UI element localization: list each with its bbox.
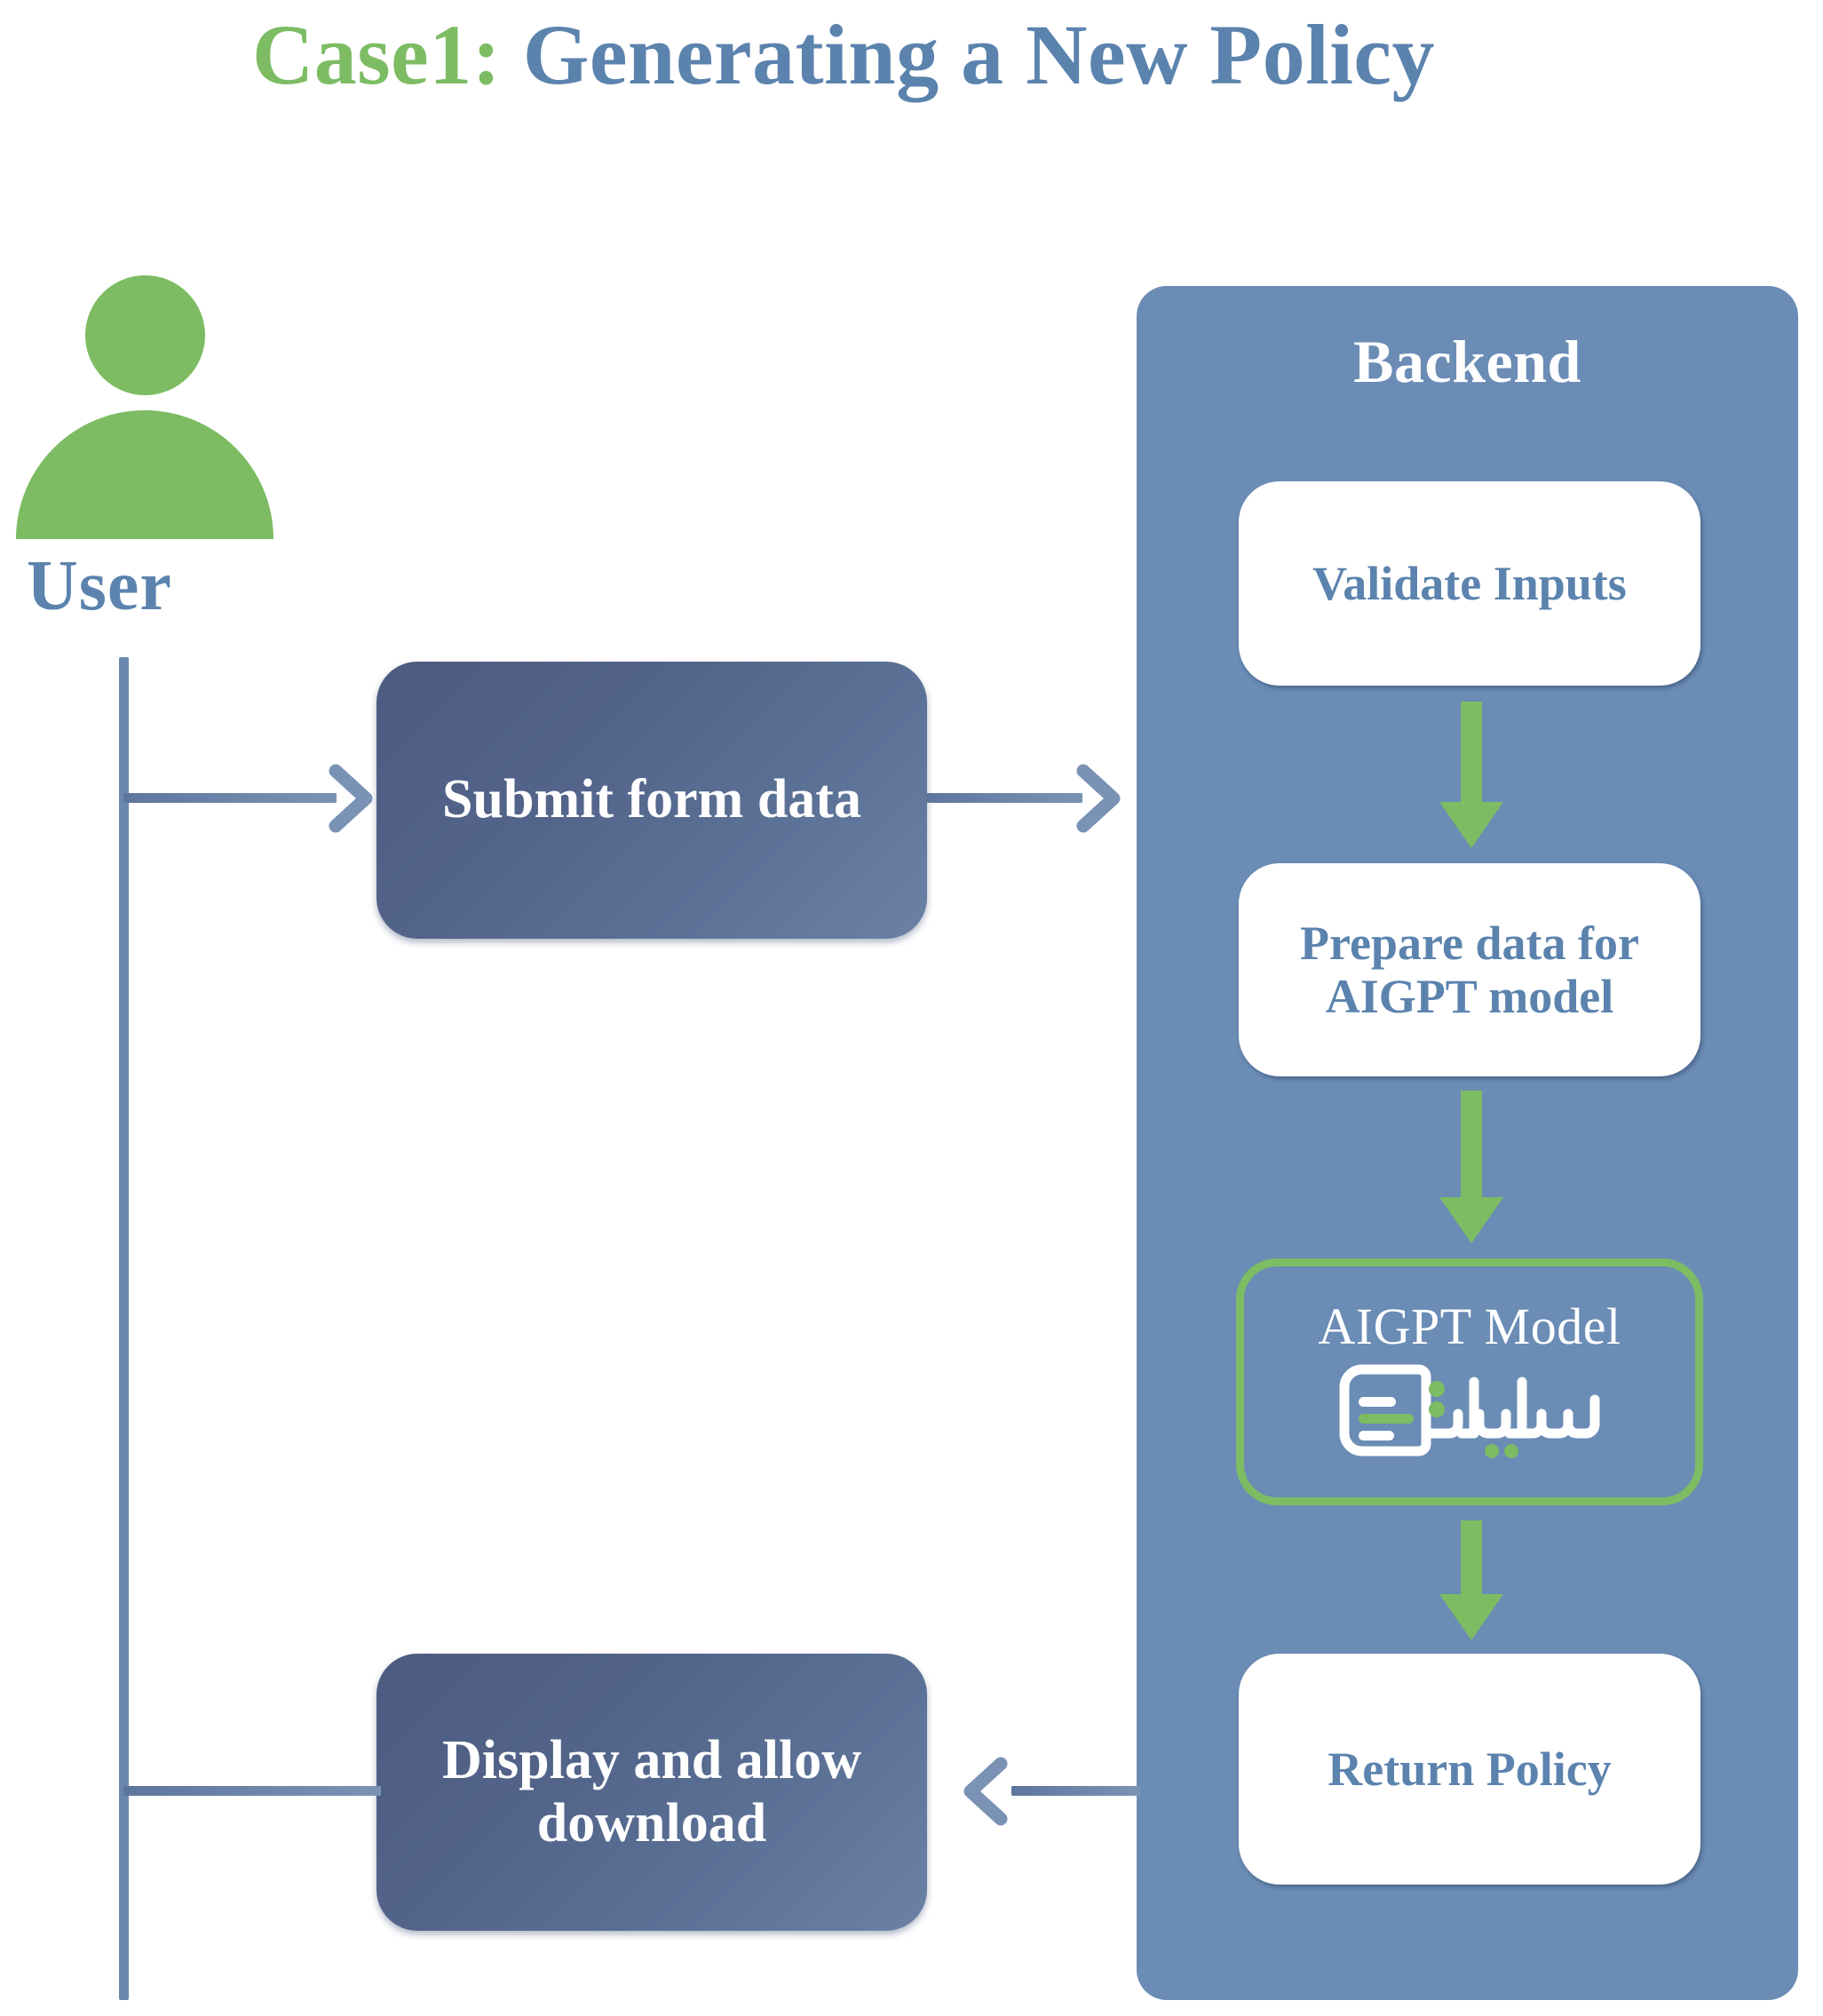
siasan-logo [1332,1358,1607,1463]
user-avatar-icon [16,275,273,542]
document-lines-icon [1339,1364,1600,1458]
title-main: Generating a New Policy [501,7,1436,102]
arrow-head-left-icon [962,1757,1008,1826]
user-lifeline [119,657,129,2000]
backend-panel-title: Backend [1353,328,1581,395]
title-case-prefix: Case1: [251,7,502,102]
arrow-head-down-icon [1439,1197,1503,1243]
process-box-prepare-data[interactable]: Prepare data for AIGPT model [1239,863,1700,1076]
connector-backend-to-display [1011,1786,1140,1796]
connector-submit-to-backend [927,793,1082,803]
user-avatar-body [16,410,273,539]
aigpt-model-title: AIGPT Model [1318,1298,1621,1355]
process-box-aigpt-model[interactable]: AIGPT Model [1236,1258,1703,1505]
flow-arrow-prepare-to-aigpt [1439,1091,1503,1243]
actor-label-user: User [27,547,172,625]
arrow-shaft [1461,1091,1482,1197]
connector-user-to-submit [123,793,337,803]
message-box-submit-form-data[interactable]: Submit form data [376,662,927,939]
page-title: Case1: Generating a New Policy [0,5,1687,104]
arrow-head-right-icon [1076,764,1122,833]
user-avatar-head [85,275,205,395]
process-box-validate-inputs[interactable]: Validate Inputs [1239,481,1700,686]
process-box-return-policy[interactable]: Return Policy [1239,1654,1700,1885]
flow-arrow-validate-to-prepare [1439,702,1503,848]
flow-arrow-aigpt-to-return [1439,1520,1503,1640]
message-box-display-and-allow-download[interactable]: Display and allow download [376,1654,927,1931]
arrow-shaft [1461,1520,1482,1594]
arrow-shaft [1461,702,1482,802]
connector-display-to-user [123,1786,381,1796]
arrow-head-down-icon [1439,1594,1503,1640]
arrow-head-right-icon [329,764,375,833]
arrow-head-down-icon [1439,802,1503,848]
